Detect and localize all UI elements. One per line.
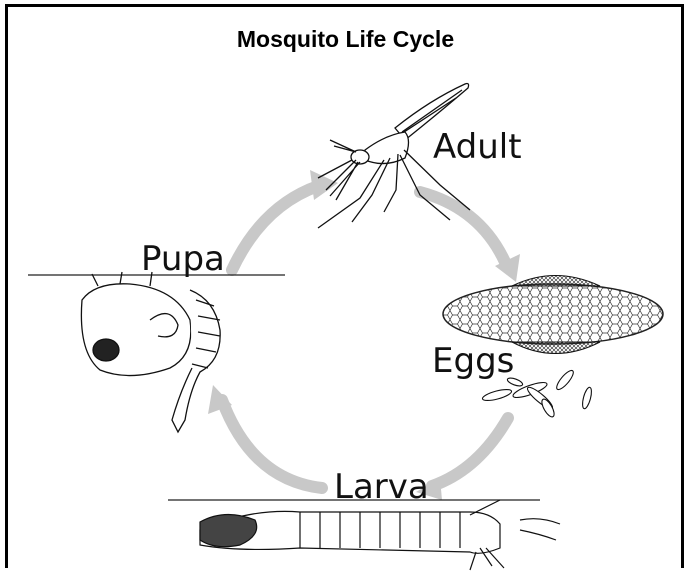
stage-label-eggs: Eggs bbox=[432, 344, 514, 378]
stage-label-larva: Larva bbox=[334, 470, 429, 504]
arrow-eggs-to-larva bbox=[432, 418, 508, 486]
arrow-larva-to-pupa bbox=[222, 400, 322, 488]
stage-label-adult: Adult bbox=[433, 130, 522, 164]
stage-label-pupa: Pupa bbox=[141, 242, 225, 276]
pupa-illustration bbox=[28, 272, 285, 432]
arrow-pupa-to-adult bbox=[232, 186, 318, 270]
larva-illustration bbox=[168, 500, 560, 570]
arrow-adult-to-eggs bbox=[420, 192, 505, 262]
cycle-arrows bbox=[222, 186, 508, 488]
